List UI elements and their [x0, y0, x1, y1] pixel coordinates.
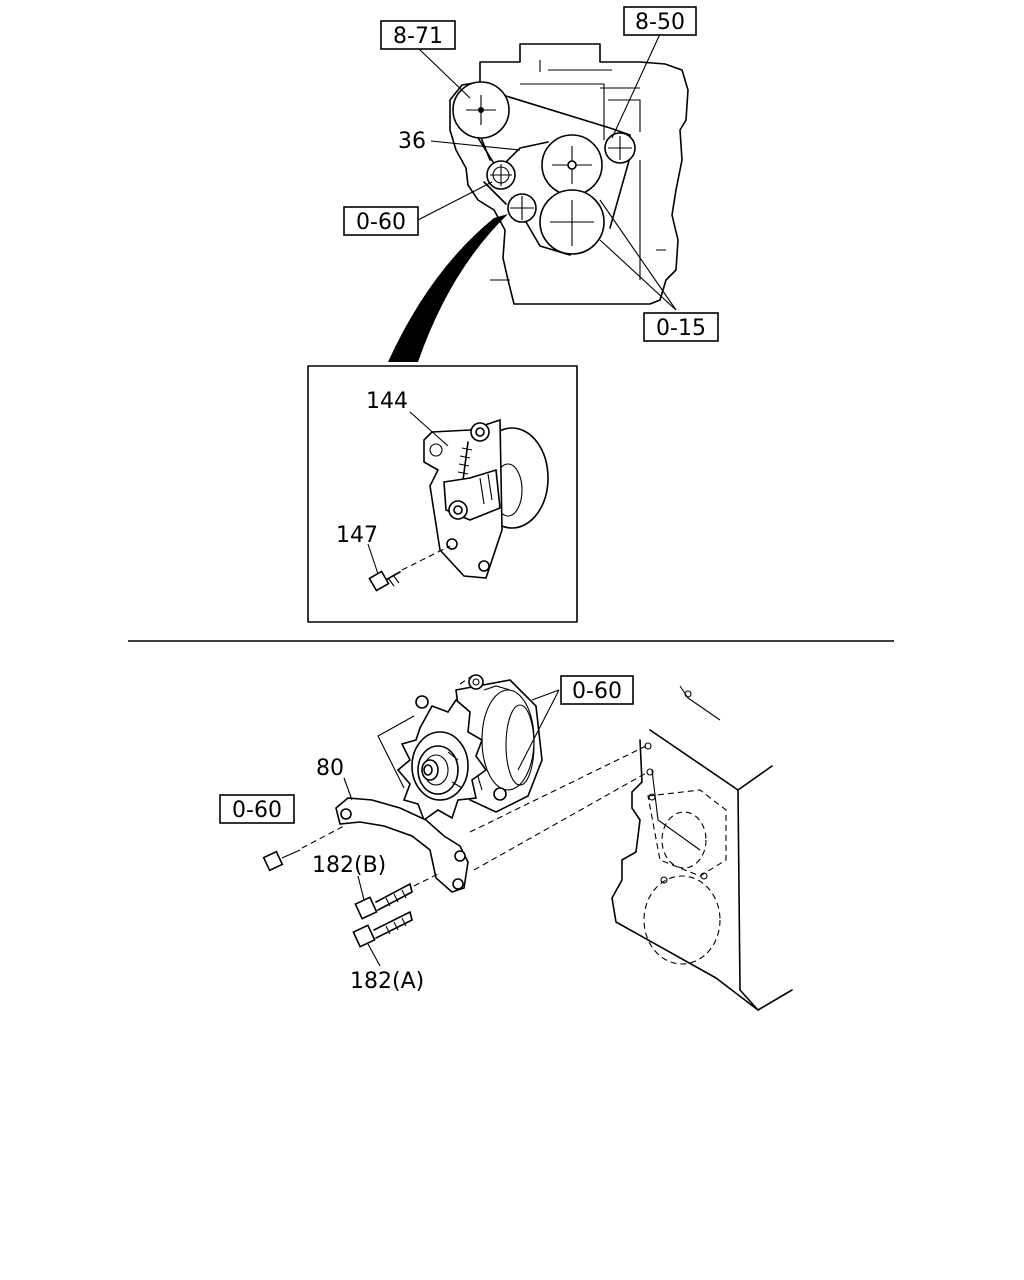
ref-label-8-50: 8-50: [635, 10, 685, 35]
ref-box-0-15[interactable]: 0-15: [643, 312, 719, 342]
ref-box-8-71[interactable]: 8-71: [380, 20, 456, 50]
part-number-144[interactable]: 144: [366, 389, 408, 414]
engine-block-front: [611, 685, 793, 1011]
ref-box-8-50[interactable]: 8-50: [623, 6, 697, 36]
bolt-182a-graphic: [352, 911, 413, 948]
bolt-182b-graphic: [354, 873, 439, 920]
part-number-80[interactable]: 80: [316, 756, 344, 781]
part-number-182b[interactable]: 182(B): [312, 853, 386, 878]
part-number-182a[interactable]: 182(A): [350, 969, 424, 994]
bolt-0-60-graphic: [262, 825, 345, 872]
detail-callout-wedge: [388, 214, 508, 362]
belt-tensioner-assembly: [423, 418, 549, 579]
part-number-147[interactable]: 147: [336, 523, 378, 548]
bolt-147-graphic: [368, 545, 451, 592]
ref-label-8-71: 8-71: [393, 24, 443, 49]
engine-belt-layout: [449, 43, 689, 305]
part-number-36[interactable]: 36: [398, 129, 426, 154]
tensioner-detail-box: [307, 365, 578, 623]
ref-box-0-60-top[interactable]: 0-60: [343, 206, 419, 236]
ref-label-0-15: 0-15: [656, 316, 706, 341]
ref-box-0-60-alternator[interactable]: 0-60: [560, 675, 634, 705]
ref-label-0-60-bracket: 0-60: [232, 798, 282, 823]
ref-label-0-60-alternator: 0-60: [572, 679, 622, 704]
alternator-bracket-80: [335, 797, 469, 893]
ref-box-0-60-bracket[interactable]: 0-60: [219, 794, 295, 824]
ref-label-0-60-top: 0-60: [356, 210, 406, 235]
alternator: [377, 674, 543, 822]
